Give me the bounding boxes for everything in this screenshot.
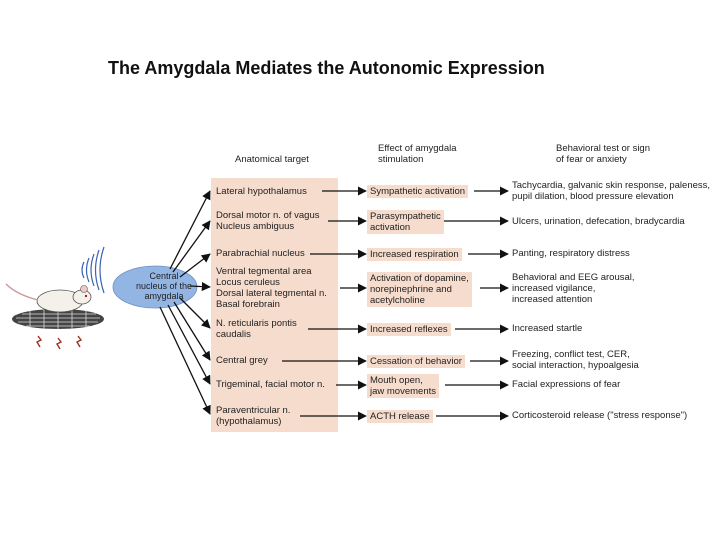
nucleus-line: amygdala <box>144 291 184 301</box>
test-line: Increased startle <box>512 323 583 334</box>
header-effect-line: stimulation <box>378 154 424 165</box>
signal-waves-icon <box>81 246 105 294</box>
target-line: Dorsal lateral tegmental n. <box>216 288 327 299</box>
target-cell: Trigeminal, facial motor n. <box>216 379 325 390</box>
effect-line: ACTH release <box>370 411 430 422</box>
effect-cell: Activation of dopamine, norepinephrine a… <box>367 272 472 307</box>
target-cell: Central grey <box>216 355 268 366</box>
target-line: Paraventricular n. <box>216 405 291 416</box>
target-line: Trigeminal, facial motor n. <box>216 379 325 390</box>
slide-title: The Amygdala Mediates the Autonomic Expr… <box>108 58 545 78</box>
test-cell: Freezing, conflict test, CER, social int… <box>512 349 639 371</box>
effect-cell: Increased reflexes <box>367 323 451 336</box>
target-line: (hypothalamus) <box>216 416 282 427</box>
target-cell: Ventral tegmental area Locus ceruleus Do… <box>216 266 327 310</box>
effect-line: Parasympathetic <box>370 211 441 222</box>
targets-panel <box>211 178 338 432</box>
rat-ear <box>80 285 88 293</box>
target-cell: Lateral hypothalamus <box>216 186 307 197</box>
effect-line: Activation of dopamine, <box>370 273 469 284</box>
header-effect: Effect of amygdala stimulation <box>378 143 457 165</box>
grid-bars <box>16 310 100 329</box>
effect-cell: Increased respiration <box>367 248 462 261</box>
effect-line: Cessation of behavior <box>370 356 462 367</box>
test-line: Tachycardia, galvanic skin response, pal… <box>512 180 711 191</box>
test-line: Behavioral and EEG arousal, <box>512 272 635 283</box>
target-line: Central grey <box>216 355 268 366</box>
central-nucleus-label: Central nucleus of the amygdala <box>124 271 204 301</box>
test-line: pupil dilation, blood pressure elevation <box>512 191 674 202</box>
target-line: Parabrachial nucleus <box>216 248 305 259</box>
target-line: caudalis <box>216 329 251 340</box>
test-cell: Increased startle <box>512 323 582 334</box>
effect-cell: Sympathetic activation <box>367 185 469 198</box>
effect-line: Mouth open, <box>370 375 423 386</box>
target-line: Lateral hypothalamus <box>216 186 307 197</box>
shock-icon <box>36 335 83 350</box>
target-line: Nucleus ambiguus <box>216 221 295 232</box>
target-line: Dorsal motor n. of vagus <box>216 210 320 221</box>
effect-line: Increased respiration <box>370 249 459 260</box>
target-cell: N. reticularis pontis caudalis <box>216 318 297 340</box>
test-cell: Behavioral and EEG arousal, increased vi… <box>512 272 635 305</box>
test-line: increased vigilance, <box>512 283 596 294</box>
target-cell: Paraventricular n. (hypothalamus) <box>216 405 290 427</box>
test-cell: Ulcers, urination, defecation, bradycard… <box>512 216 685 227</box>
test-line: Panting, respiratory distress <box>512 248 630 259</box>
effect-cell: Cessation of behavior <box>367 355 465 368</box>
effect-cell: Mouth open, jaw movements <box>367 374 439 398</box>
test-line: Freezing, conflict test, CER, <box>512 349 630 360</box>
header-target-line: Anatomical target <box>235 154 309 165</box>
rat-illustration <box>5 246 105 350</box>
rat-eye <box>84 294 88 298</box>
effect-arrows <box>282 186 367 421</box>
target-cell: Parabrachial nucleus <box>216 248 305 259</box>
header-test: Behavioral test or sign of fear or anxie… <box>556 143 650 165</box>
effect-cell: ACTH release <box>367 410 433 423</box>
target-line: Basal forebrain <box>216 299 280 310</box>
header-anatomical-target: Anatomical target <box>235 154 309 165</box>
effect-line: activation <box>370 222 411 233</box>
rat-tail <box>5 283 39 301</box>
header-effect-line: Effect of amygdala <box>378 143 457 154</box>
test-line: Corticosteroid release ("stress response… <box>512 410 688 421</box>
test-line: Ulcers, urination, defecation, bradycard… <box>512 216 685 227</box>
target-line: N. reticularis pontis <box>216 318 297 329</box>
test-line: social interaction, hypoalgesia <box>512 360 639 371</box>
fan-arrows <box>159 190 211 415</box>
test-line: increased attention <box>512 294 593 305</box>
target-cell: Dorsal motor n. of vagus Nucleus ambiguu… <box>216 210 320 232</box>
effect-line: Increased reflexes <box>370 324 448 335</box>
test-arrows <box>436 186 509 421</box>
effect-line: norepinephrine and <box>370 284 452 295</box>
test-cell: Panting, respiratory distress <box>512 248 630 259</box>
nucleus-line: nucleus of the <box>135 281 193 291</box>
header-test-line: Behavioral test or sign <box>556 143 650 154</box>
header-test-line: of fear or anxiety <box>556 154 627 165</box>
target-line: Ventral tegmental area <box>216 266 312 277</box>
test-cell: Facial expressions of fear <box>512 379 620 390</box>
effect-line: acetylcholine <box>370 295 425 306</box>
effect-line: Sympathetic activation <box>370 186 466 197</box>
test-cell: Corticosteroid release ("stress response… <box>512 410 687 421</box>
test-cell: Tachycardia, galvanic skin response, pal… <box>512 180 710 202</box>
effect-line: jaw movements <box>370 386 436 397</box>
target-line: Locus ceruleus <box>216 277 280 288</box>
effect-cell: Parasympathetic activation <box>367 210 444 234</box>
test-line: Facial expressions of fear <box>512 379 621 390</box>
nucleus-line: Central <box>149 271 179 281</box>
